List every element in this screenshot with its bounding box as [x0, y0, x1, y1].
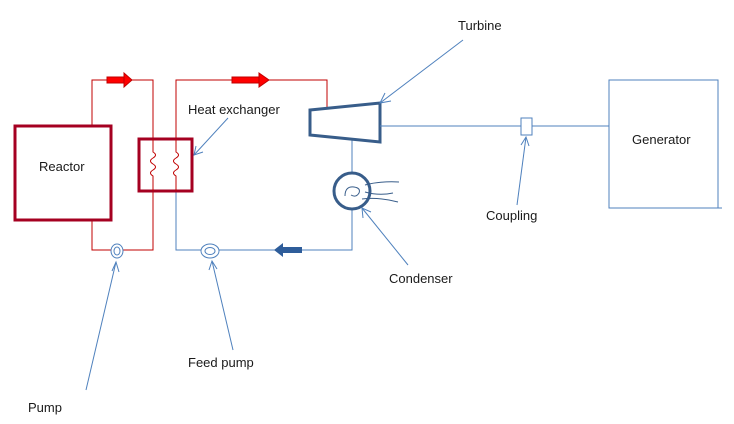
- condenser-leader-head: [361, 207, 372, 219]
- flow-arrow-primary: [106, 71, 133, 89]
- leader-lines: [85, 39, 530, 391]
- pump-icon: [110, 243, 124, 259]
- heat-exchanger-leader-head: [193, 145, 204, 156]
- generator-box: [608, 79, 719, 209]
- flow-arrow-steam: [231, 72, 270, 88]
- heat-exchanger-coil-right: [173, 139, 179, 191]
- pump-label: Pump: [28, 400, 62, 415]
- condenser-leader: [361, 207, 409, 266]
- turbine-leader-head: [379, 92, 392, 104]
- primary-loop-return-pipe: [123, 191, 154, 251]
- feed-return-pipe: [175, 191, 202, 251]
- feed-pump-leader-head: [208, 259, 218, 271]
- condenser-icon: [332, 171, 400, 211]
- condensate-return-pipe: [219, 210, 353, 251]
- heat-exchanger-box: [137, 137, 194, 193]
- condenser-label: Condenser: [389, 271, 453, 286]
- coupling-label: Coupling: [486, 208, 537, 223]
- turbine-label: Turbine: [458, 18, 502, 33]
- primary-loop-bottom-pipe: [91, 220, 111, 251]
- feed-pump-label: Feed pump: [188, 355, 254, 370]
- coupling-icon: [520, 117, 533, 136]
- reactor-box: [13, 124, 113, 222]
- flow-arrow-condensate: [274, 243, 302, 257]
- heat-exchanger-label: Heat exchanger: [188, 102, 280, 117]
- reactor-label: Reactor: [39, 159, 85, 174]
- turbine-shape: [308, 101, 382, 144]
- feed-pump-icon: [200, 243, 220, 259]
- turbine-leader: [379, 39, 464, 104]
- feed-pump-leader: [211, 260, 234, 351]
- coupling-leader-head: [520, 135, 530, 147]
- pump-leader-head: [111, 260, 120, 273]
- heat-exchanger-coil-left: [150, 139, 156, 191]
- heat-exchanger-leader: [193, 117, 229, 156]
- coupling-leader: [516, 136, 527, 206]
- pump-leader: [85, 261, 117, 391]
- generator-label: Generator: [632, 132, 691, 147]
